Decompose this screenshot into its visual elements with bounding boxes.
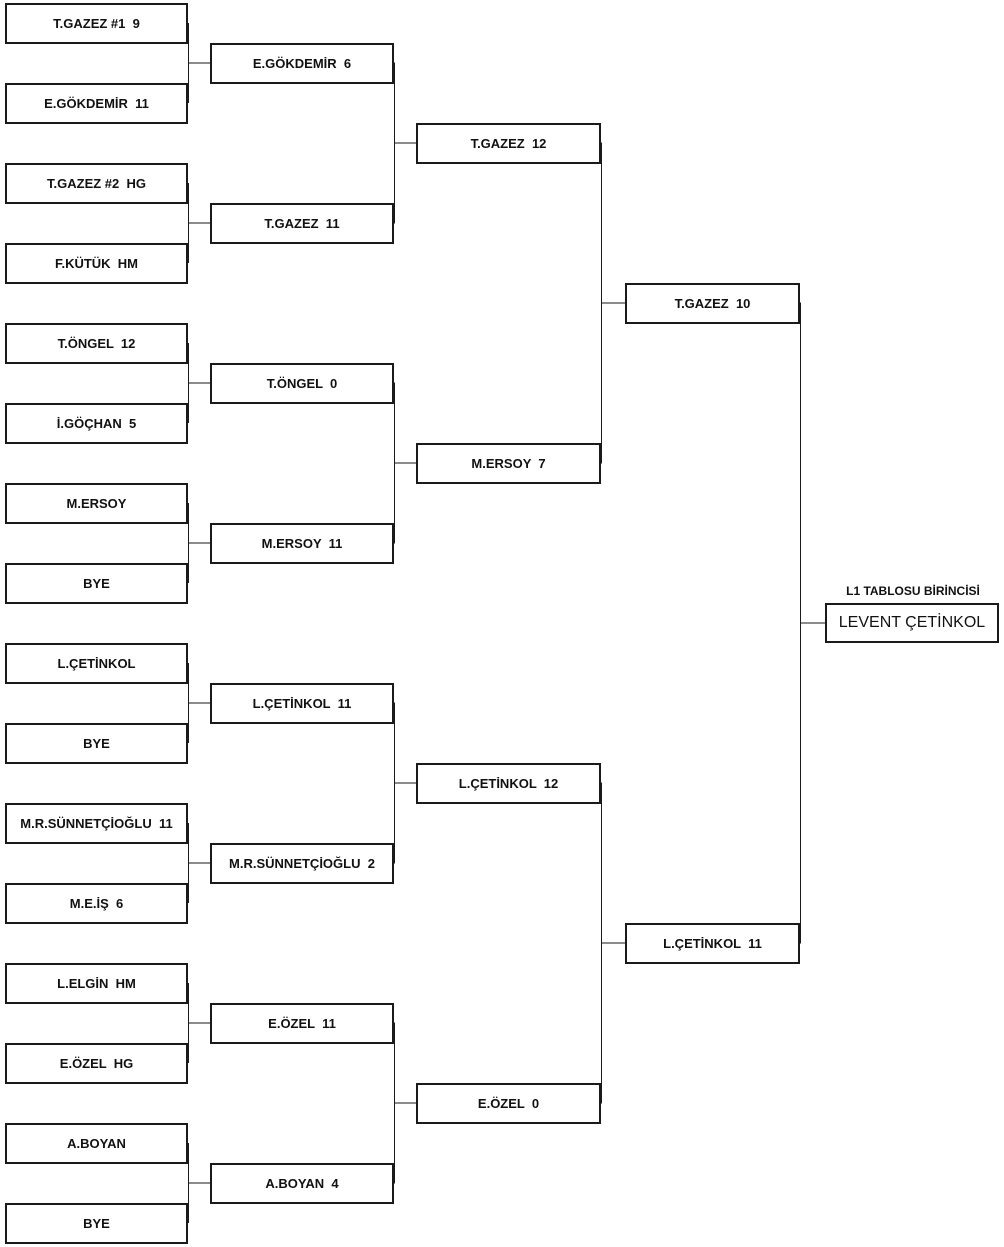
round1-entry: F.KÜTÜK HM (5, 243, 188, 284)
round1-entry: BYE (5, 1203, 188, 1244)
round1-entry: BYE (5, 563, 188, 604)
round1-entry: E.GÖKDEMİR 11 (5, 83, 188, 124)
round1-entry: M.ERSOY (5, 483, 188, 524)
round1-entry: L.ELGİN HM (5, 963, 188, 1004)
round2-entry: M.ERSOY 11 (210, 523, 394, 564)
round1-entry: L.ÇETİNKOL (5, 643, 188, 684)
round2-entry: E.ÖZEL 11 (210, 1003, 394, 1044)
round1-entry: M.R.SÜNNETÇİOĞLU 11 (5, 803, 188, 844)
round1-entry: T.GAZEZ #1 9 (5, 3, 188, 44)
round1-entry: T.ÖNGEL 12 (5, 323, 188, 364)
round1-entry: BYE (5, 723, 188, 764)
round2-entry: M.R.SÜNNETÇİOĞLU 2 (210, 843, 394, 884)
round2-entry: T.ÖNGEL 0 (210, 363, 394, 404)
round3-entry: M.ERSOY 7 (416, 443, 601, 484)
round3-entry: T.GAZEZ 12 (416, 123, 601, 164)
round1-entry: İ.GÖÇHAN 5 (5, 403, 188, 444)
round1-entry: E.ÖZEL HG (5, 1043, 188, 1084)
round2-entry: E.GÖKDEMİR 6 (210, 43, 394, 84)
round1-entry: A.BOYAN (5, 1123, 188, 1164)
round3-entry: L.ÇETİNKOL 12 (416, 763, 601, 804)
round2-entry: L.ÇETİNKOL 11 (210, 683, 394, 724)
round1-entry: T.GAZEZ #2 HG (5, 163, 188, 204)
round4-entry: T.GAZEZ 10 (625, 283, 800, 324)
champion-title: L1 TABLOSU BİRİNCİSİ (846, 584, 980, 598)
round2-entry: T.GAZEZ 11 (210, 203, 394, 244)
round3-entry: E.ÖZEL 0 (416, 1083, 601, 1124)
champion-box: LEVENT ÇETİNKOL (825, 603, 999, 643)
round4-entry: L.ÇETİNKOL 11 (625, 923, 800, 964)
round1-entry: M.E.İŞ 6 (5, 883, 188, 924)
round2-entry: A.BOYAN 4 (210, 1163, 394, 1204)
